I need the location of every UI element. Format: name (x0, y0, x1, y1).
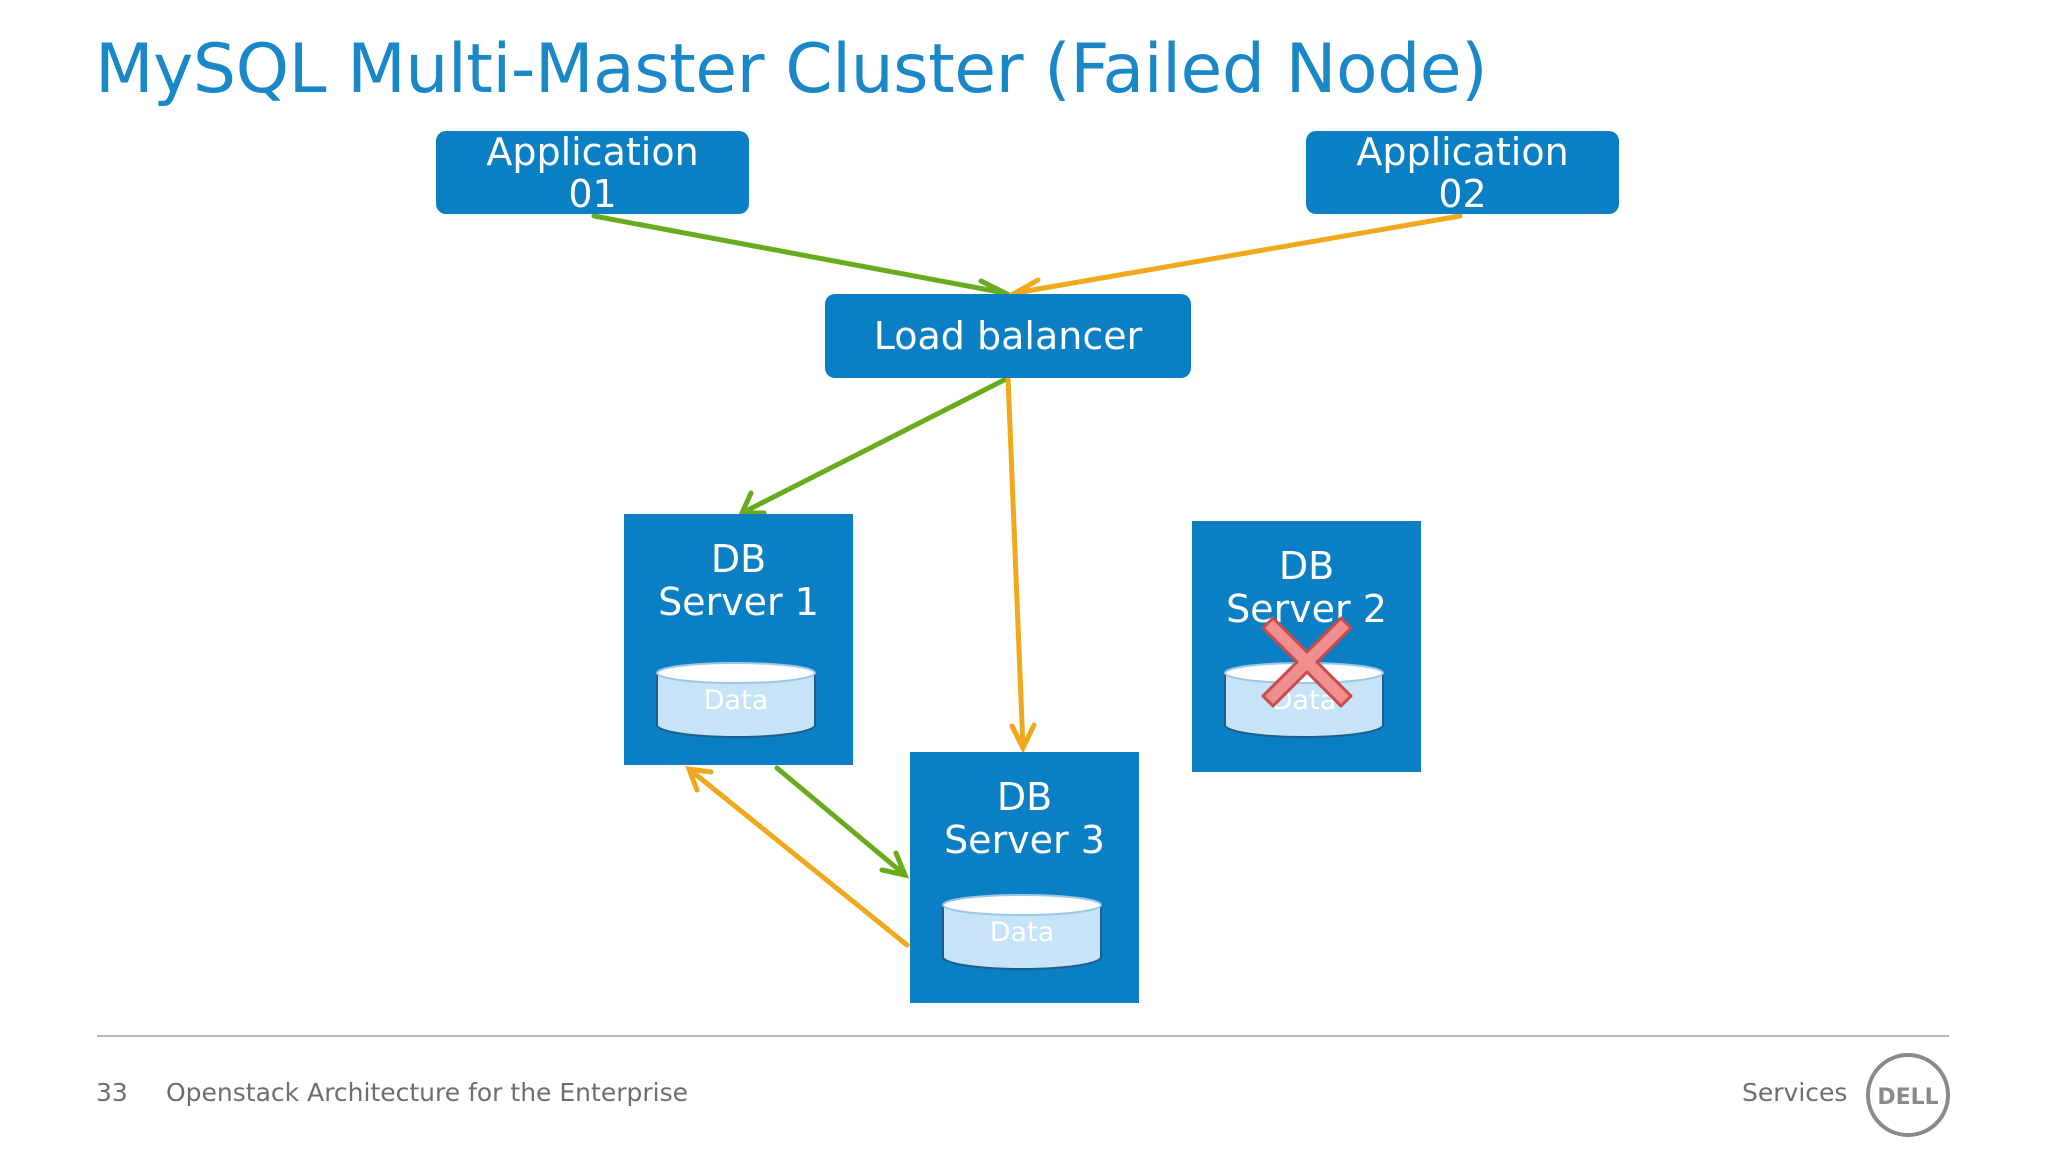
application-01-label: Application (486, 129, 699, 174)
edge-db1-to-db3-head (879, 850, 910, 879)
db-server-3-data-label: Data (990, 917, 1054, 948)
edge-lb-to-db3-head (1009, 722, 1037, 754)
dell-logo: DELL (1866, 1053, 1950, 1137)
edge-lb-to-db1-head (738, 490, 767, 516)
db-server-2-label-line1: DB (1278, 544, 1335, 588)
load-balancer-label: Load balancer (873, 314, 1143, 358)
edge-db3-to-db1-head (685, 765, 714, 793)
application-02-label: Application (1356, 129, 1569, 174)
edge-app2-to-lb (1012, 213, 1463, 296)
db-server-1-node: DB Server 1 Data (624, 514, 853, 765)
edge-lb-to-db1 (739, 375, 1011, 516)
edge-db1-to-db3 (774, 765, 908, 878)
db-server-2-label-line2: Server 2 (1226, 587, 1387, 631)
red-x-icon (1261, 616, 1353, 708)
load-balancer-node: Load balancer (825, 294, 1191, 378)
db-server-1-label-line1: DB (710, 537, 767, 581)
footer-services: Services (1742, 1078, 1848, 1107)
edge-lb-to-db3 (1005, 375, 1026, 751)
footer-divider (97, 1035, 1949, 1037)
footer-text: Openstack Architecture for the Enterpris… (166, 1078, 688, 1107)
application-02-number: 02 (1438, 171, 1487, 216)
db-server-3-node: DB Server 3 Data (910, 752, 1139, 1003)
db-server-2-node: DB Server 2 Data (1192, 521, 1421, 772)
db-server-1-label-line2: Server 1 (658, 580, 819, 624)
application-02-node: Application 02 (1306, 129, 1619, 216)
edge-app1-to-lb (591, 213, 1008, 296)
slide-title: MySQL Multi-Master Cluster (Failed Node) (95, 30, 1488, 109)
page-number: 33 (96, 1078, 128, 1107)
application-01-number: 01 (568, 171, 617, 216)
db-server-3-label-line2: Server 3 (944, 818, 1105, 862)
application-01-node: Application 01 (436, 129, 749, 216)
dell-logo-text: DELL (1877, 1085, 1938, 1110)
database-icon: Data (656, 662, 816, 738)
database-icon: Data (942, 894, 1102, 970)
edge-db3-to-db1 (686, 766, 910, 948)
db-server-3-label-line1: DB (996, 775, 1053, 819)
db-server-1-data-label: Data (704, 685, 768, 716)
